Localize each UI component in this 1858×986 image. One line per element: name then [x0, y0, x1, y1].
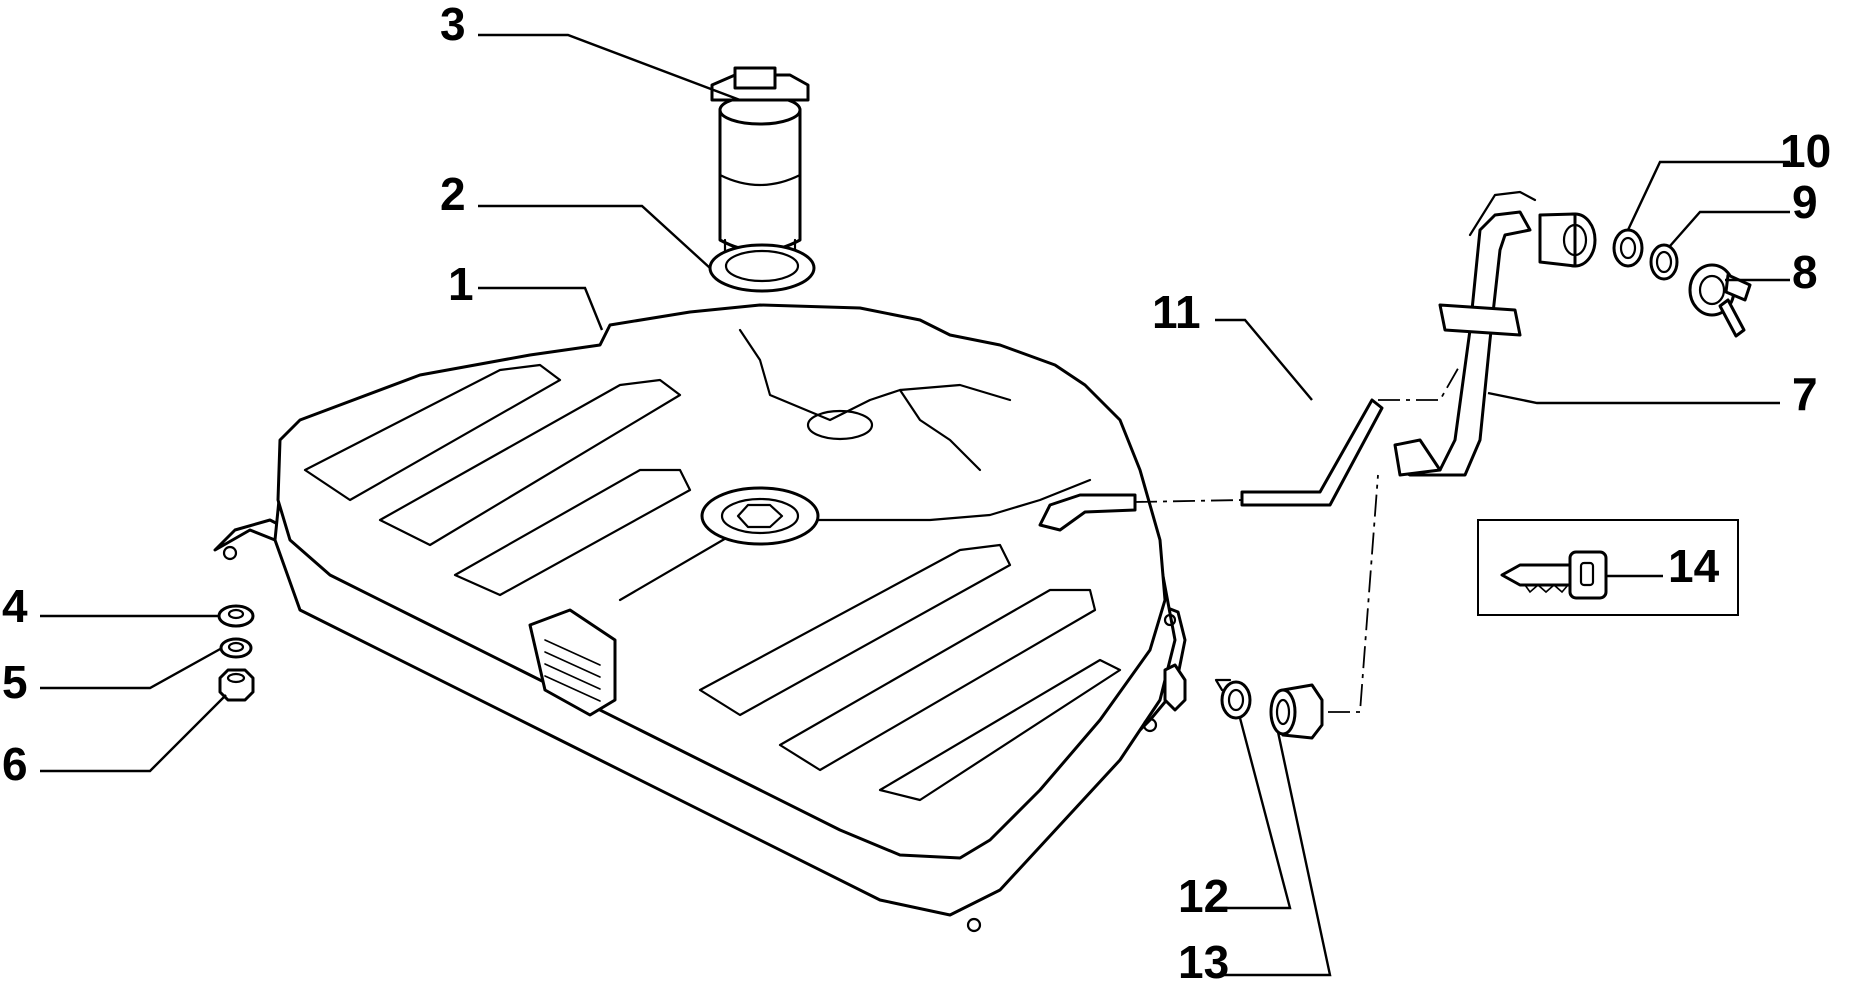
tank-top-boss [806, 409, 874, 441]
callout-8: 8 [1792, 246, 1818, 298]
tank-ridge-3 [453, 468, 692, 597]
callout-1: 1 [448, 258, 474, 310]
tank-vent-pipe [1038, 493, 1137, 532]
filler-head-body [1538, 212, 1597, 268]
callout-2: 2 [440, 168, 466, 220]
callout-7: 7 [1792, 368, 1818, 420]
callout-13: 13 [1178, 936, 1229, 986]
tank-pump-opening-star [736, 503, 784, 529]
hose-sleeve-part-13 [1269, 683, 1324, 740]
callout-14: 14 [1668, 540, 1720, 592]
filler-pipe [1393, 190, 1537, 477]
tank-ridge-1 [303, 363, 562, 502]
leader-13 [1214, 731, 1332, 977]
callout-11: 11 [1152, 286, 1201, 338]
assembly-line-vent-upper [1378, 364, 1461, 401]
tank-channel-3 [898, 388, 982, 472]
leader-2 [478, 204, 711, 269]
assembly-line-vent [1134, 499, 1243, 503]
tank-ridge-4 [698, 543, 1012, 717]
callout-4: 4 [2, 580, 28, 632]
spring-washer-part-5 [219, 637, 253, 659]
nut-part-6 [218, 668, 255, 702]
assembly-line-filler [1328, 474, 1379, 713]
pump-seal-ring [708, 243, 816, 293]
tank-mount-hole-bottom [966, 917, 982, 933]
leader-7 [1487, 391, 1780, 405]
leader-3 [478, 33, 741, 102]
leader-11 [1215, 318, 1313, 401]
leader-10 [1626, 160, 1790, 231]
tank-ridge-2 [378, 378, 682, 547]
tank-mount-hole-right [1142, 717, 1158, 733]
tank-channel-2 [738, 328, 1012, 422]
callout-5: 5 [2, 656, 28, 708]
callout-3: 3 [440, 0, 466, 50]
fuel-cap-lock-part-8 [1688, 263, 1752, 338]
fuel-pump-sender [710, 66, 810, 275]
callout-9: 9 [1792, 176, 1818, 228]
tank-mount-hole-left [222, 545, 238, 561]
tank-pump-opening-inner [720, 497, 800, 535]
leader-12 [1214, 717, 1292, 910]
callout-6: 6 [2, 738, 28, 790]
washer-part-4 [217, 604, 255, 628]
leader-9 [1669, 210, 1790, 247]
tank-ridge-5 [778, 588, 1097, 772]
gasket-ring-part-10 [1612, 228, 1644, 268]
callout-12: 12 [1178, 870, 1229, 922]
leader-5 [40, 646, 223, 690]
tank-filler-socket [1163, 663, 1187, 712]
callout-10: 10 [1780, 125, 1831, 177]
leader-1 [478, 286, 604, 331]
hose-clamp-part-12 [1214, 678, 1252, 720]
tank-pump-opening [700, 486, 820, 546]
vent-hose-part-11 [1240, 398, 1384, 507]
leader-6 [40, 694, 227, 773]
tank-grooved-pad [528, 608, 617, 717]
tank-ridge-6 [878, 658, 1122, 802]
tank-mount-hole-rightupper [1163, 613, 1177, 627]
fuel-tank [213, 303, 1187, 933]
leader-lines [40, 33, 1790, 977]
seal-ring-part-9 [1649, 243, 1679, 281]
